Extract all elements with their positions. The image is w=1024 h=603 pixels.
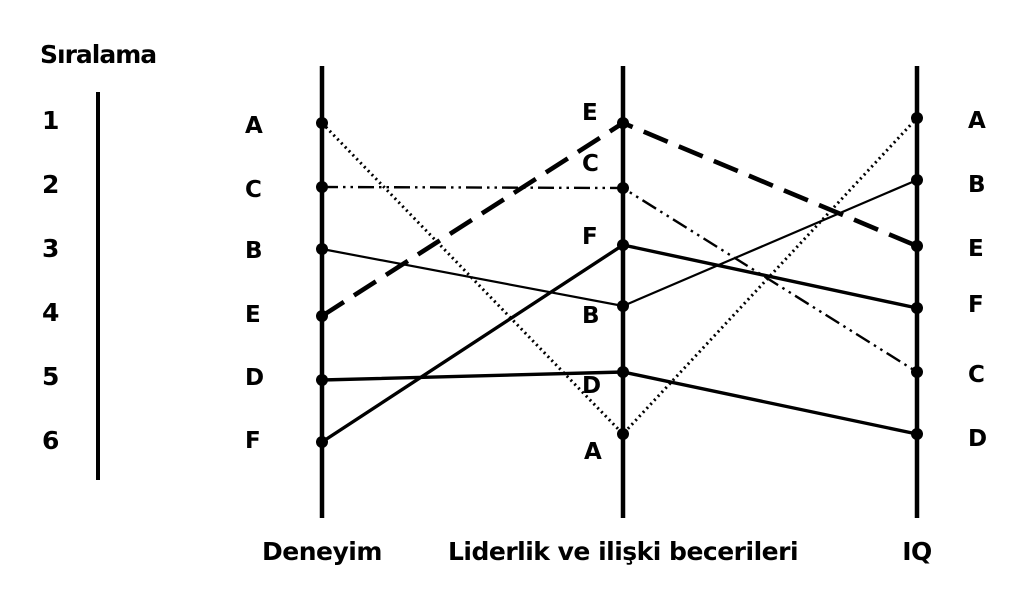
point-deneyim-a [316, 117, 328, 129]
axis-title-deneyim: Deneyim [262, 537, 382, 566]
axis-title-iq: IQ [902, 537, 932, 566]
rank-label-4: 4 [42, 298, 59, 327]
label-deneyim-2: C [245, 177, 262, 203]
label-iq-6: D [968, 426, 987, 452]
label-iq-2: B [968, 172, 986, 198]
label-liderlik-6: A [584, 439, 602, 465]
point-liderlik-d [617, 366, 629, 378]
point-iq-c [911, 366, 923, 378]
point-liderlik-e [617, 117, 629, 129]
connection-lines [320, 116, 919, 444]
point-liderlik-a [617, 428, 629, 440]
rank-label-6: 6 [42, 426, 59, 455]
rank-label-5: 5 [42, 362, 59, 391]
rank-label-1: 1 [42, 106, 59, 135]
label-liderlik-4: B [582, 303, 600, 329]
point-liderlik-b [617, 300, 629, 312]
point-iq-f [911, 302, 923, 314]
point-iq-e [911, 240, 923, 252]
label-iq-4: F [968, 292, 984, 318]
line-f [321, 243, 918, 444]
label-iq-1: A [968, 108, 986, 134]
point-iq-a [911, 112, 923, 124]
line-d [321, 370, 918, 436]
line-a [320, 116, 919, 437]
label-iq-5: C [968, 362, 985, 388]
point-deneyim-e [316, 310, 328, 322]
point-deneyim-d [316, 374, 328, 386]
point-deneyim-f [316, 436, 328, 448]
rank-label-3: 3 [42, 234, 59, 263]
axis-title-liderlik: Liderlik ve ilişki becerileri [448, 537, 798, 566]
rank-label-2: 2 [42, 170, 59, 199]
point-iq-b [911, 174, 923, 186]
label-deneyim-6: F [245, 428, 261, 454]
point-deneyim-c [316, 181, 328, 193]
label-deneyim-4: E [245, 302, 261, 328]
point-deneyim-b [316, 243, 328, 255]
diagram-title: Sıralama [40, 40, 156, 69]
point-liderlik-f [617, 239, 629, 251]
label-deneyim-1: A [245, 113, 263, 139]
point-iq-d [911, 428, 923, 440]
label-liderlik-1: E [582, 100, 598, 126]
label-iq-3: E [968, 236, 984, 262]
label-liderlik-2: C [582, 151, 599, 177]
label-deneyim-3: B [245, 238, 263, 264]
point-liderlik-c [617, 182, 629, 194]
line-e [320, 120, 918, 318]
data-points [316, 112, 923, 448]
label-deneyim-5: D [245, 365, 264, 391]
label-liderlik-3: F [582, 224, 598, 250]
label-liderlik-5: D [582, 373, 601, 399]
